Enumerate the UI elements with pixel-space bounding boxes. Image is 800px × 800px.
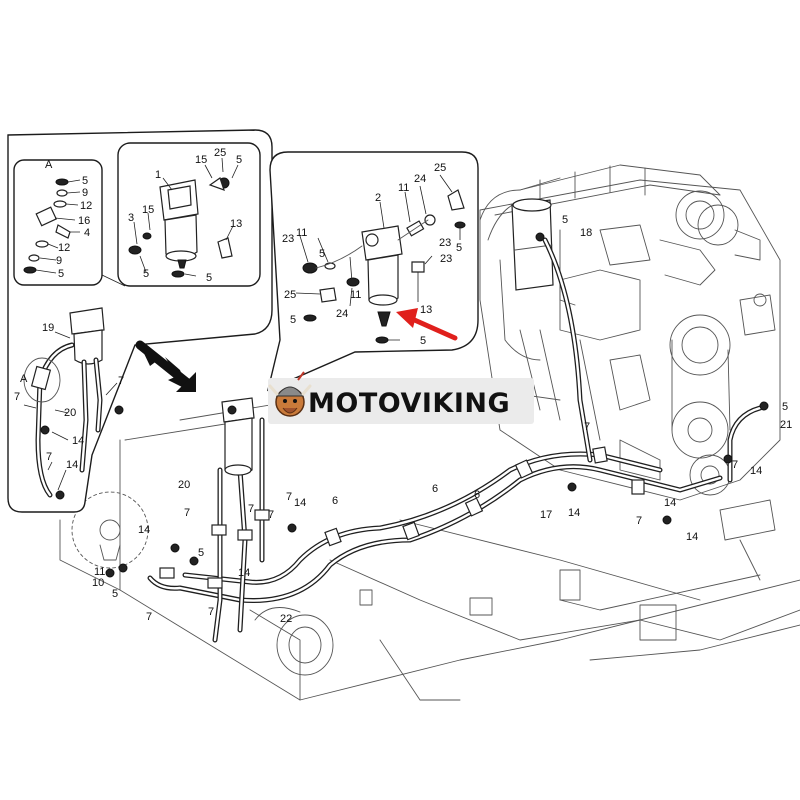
callout: 7 bbox=[286, 491, 292, 503]
callout: 5 bbox=[198, 547, 204, 559]
callout: 25 bbox=[284, 289, 296, 301]
callout: 1 bbox=[155, 169, 161, 181]
brand-name: MOTOVIKING bbox=[308, 388, 510, 419]
callout: 23 bbox=[439, 237, 451, 249]
callout: 5 bbox=[236, 154, 242, 166]
callout: 13 bbox=[420, 304, 432, 316]
inset-a-box bbox=[13, 159, 103, 286]
callout: 5 bbox=[782, 401, 788, 413]
callout: 5 bbox=[206, 272, 212, 284]
callout: 24 bbox=[336, 308, 348, 320]
callout: 2 bbox=[375, 192, 381, 204]
fuel-hoses bbox=[147, 237, 763, 643]
callout: 15 bbox=[142, 204, 154, 216]
main-fuel-filter bbox=[221, 397, 255, 476]
right-detail-filter bbox=[295, 174, 466, 344]
hose-clamps bbox=[159, 446, 645, 589]
inset-a-callouts: 5 9 12 16 4 12 9 5 bbox=[56, 175, 92, 280]
callout: 6 bbox=[332, 495, 338, 507]
inset-a-parts bbox=[23, 178, 81, 274]
callout: 7 bbox=[208, 606, 214, 618]
callout: 16 bbox=[78, 215, 90, 227]
engine-block bbox=[479, 164, 781, 581]
inset-right-callouts: 2 11 24 25 11 23 5 23 25 11 24 5 13 5 5 … bbox=[282, 162, 462, 347]
chassis-linework bbox=[59, 379, 800, 701]
callout: 17 bbox=[540, 509, 552, 521]
callout: 7 bbox=[184, 507, 190, 519]
callout: 14 bbox=[66, 459, 78, 471]
callout: 12 bbox=[58, 242, 70, 254]
main-callouts: 5 18 6 6 17 14 7 7 14 14 5 21 7 14 20 7 … bbox=[92, 214, 792, 625]
callout: 5 bbox=[456, 242, 462, 254]
callout: 15 bbox=[195, 154, 207, 166]
callout: 7 bbox=[14, 391, 20, 403]
callout: 14 bbox=[568, 507, 580, 519]
callout: 11 bbox=[350, 289, 361, 301]
callout: 14 bbox=[238, 567, 250, 579]
callout: 7 bbox=[146, 611, 152, 623]
callout: 22 bbox=[280, 613, 292, 625]
callout: 14 bbox=[294, 497, 306, 509]
callout: 13 bbox=[230, 218, 242, 230]
overview-callouts: 19 A 7 7 20 14 7 14 bbox=[14, 322, 124, 471]
callout: 6 bbox=[432, 483, 438, 495]
callout: 12 bbox=[80, 200, 92, 212]
callout: 7 bbox=[46, 451, 52, 463]
callout: 14 bbox=[72, 435, 84, 447]
callout: 6 bbox=[474, 489, 480, 501]
callout: A bbox=[20, 373, 28, 385]
callout: 24 bbox=[414, 173, 426, 185]
callout: 11 bbox=[296, 227, 307, 239]
callout: 5 bbox=[112, 588, 118, 600]
callout: 21 bbox=[780, 419, 792, 431]
overview-filter bbox=[23, 307, 124, 500]
callout: 3 bbox=[128, 212, 134, 224]
callout: 23 bbox=[282, 233, 294, 245]
callout: 5 bbox=[82, 175, 88, 187]
callout: 5 bbox=[58, 268, 64, 280]
callout: 7 bbox=[248, 503, 254, 515]
callout: 25 bbox=[214, 147, 226, 159]
callout: 11 bbox=[94, 566, 105, 578]
callout: 20 bbox=[178, 479, 190, 491]
callout: 14 bbox=[664, 497, 676, 509]
callout: 9 bbox=[82, 187, 88, 199]
viking-mascot-icon bbox=[268, 371, 312, 417]
inset-left-callouts: 1 15 25 5 3 15 13 5 5 bbox=[128, 147, 242, 284]
callout: 5 bbox=[420, 335, 426, 347]
inset-left-filter bbox=[128, 157, 239, 278]
callout: 5 bbox=[319, 248, 325, 260]
callout: 7 bbox=[268, 509, 274, 521]
bolts bbox=[105, 232, 769, 578]
callout: 5 bbox=[143, 268, 149, 280]
callout: 23 bbox=[440, 253, 452, 265]
callout: 7 bbox=[118, 375, 124, 387]
callout: 9 bbox=[56, 255, 62, 267]
callout: 5 bbox=[562, 214, 568, 226]
callout: 14 bbox=[750, 465, 762, 477]
brand-banner: MOTOVIKING bbox=[268, 371, 534, 424]
callout: 14 bbox=[138, 524, 150, 536]
callout: 19 bbox=[42, 322, 54, 334]
callout: 14 bbox=[686, 531, 698, 543]
direction-arrow-icon bbox=[135, 340, 196, 392]
callout: 11 bbox=[398, 182, 409, 194]
callout: 4 bbox=[84, 227, 90, 239]
callout: 7 bbox=[732, 459, 738, 471]
callout: 7 bbox=[636, 515, 642, 527]
callout: 25 bbox=[434, 162, 446, 174]
callout: 10 bbox=[92, 577, 104, 589]
callout: 18 bbox=[580, 227, 592, 239]
callout: 5 bbox=[290, 314, 296, 326]
callout: 20 bbox=[64, 407, 76, 419]
inset-a-label: A bbox=[45, 159, 53, 171]
highlight-arrow-icon bbox=[396, 308, 458, 341]
callout: 7 bbox=[584, 421, 590, 433]
